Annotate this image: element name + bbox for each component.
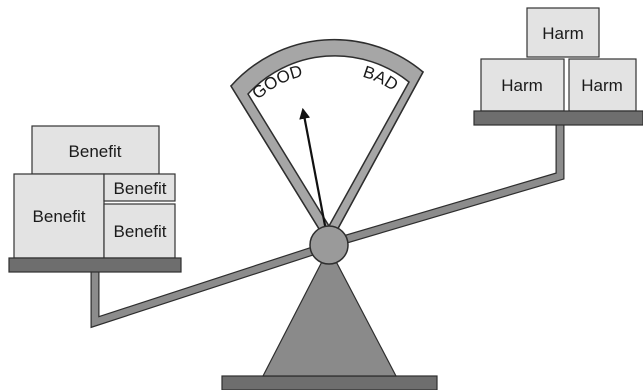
benefit-box-top [31, 125, 160, 175]
left-pan-shelf [8, 257, 182, 273]
pivot-knob [309, 225, 349, 265]
harm-box-top-label: Harm [542, 24, 584, 43]
harm-box-right-label: Harm [581, 76, 623, 95]
harm-box-left [480, 58, 565, 112]
left-hanger [90, 242, 327, 329]
benefit-box-small-top [103, 173, 176, 202]
benefit-box-small-top-label: Benefit [114, 179, 167, 198]
right-pan-shelf [473, 110, 643, 126]
fulcrum-stand [262, 246, 397, 377]
benefit-box-large-label: Benefit [33, 207, 86, 226]
right-pan: Harm Harm Harm [473, 7, 643, 126]
harm-box-right [568, 58, 637, 112]
benefit-box-small-bottom [103, 203, 176, 259]
dial: GOOD BAD [229, 38, 425, 247]
base-plate [221, 375, 438, 390]
harm-box-top [526, 7, 600, 58]
benefit-box-small-bottom-label: Benefit [114, 222, 167, 241]
dial-needle [299, 107, 329, 237]
benefit-box-top-label: Benefit [69, 142, 122, 161]
harm-box-left-label: Harm [501, 76, 543, 95]
dial-inner-window [247, 55, 410, 228]
left-pan: Benefit Benefit Benefit Benefit [8, 125, 182, 273]
right-hanger [331, 124, 565, 248]
benefit-box-large [13, 173, 105, 259]
